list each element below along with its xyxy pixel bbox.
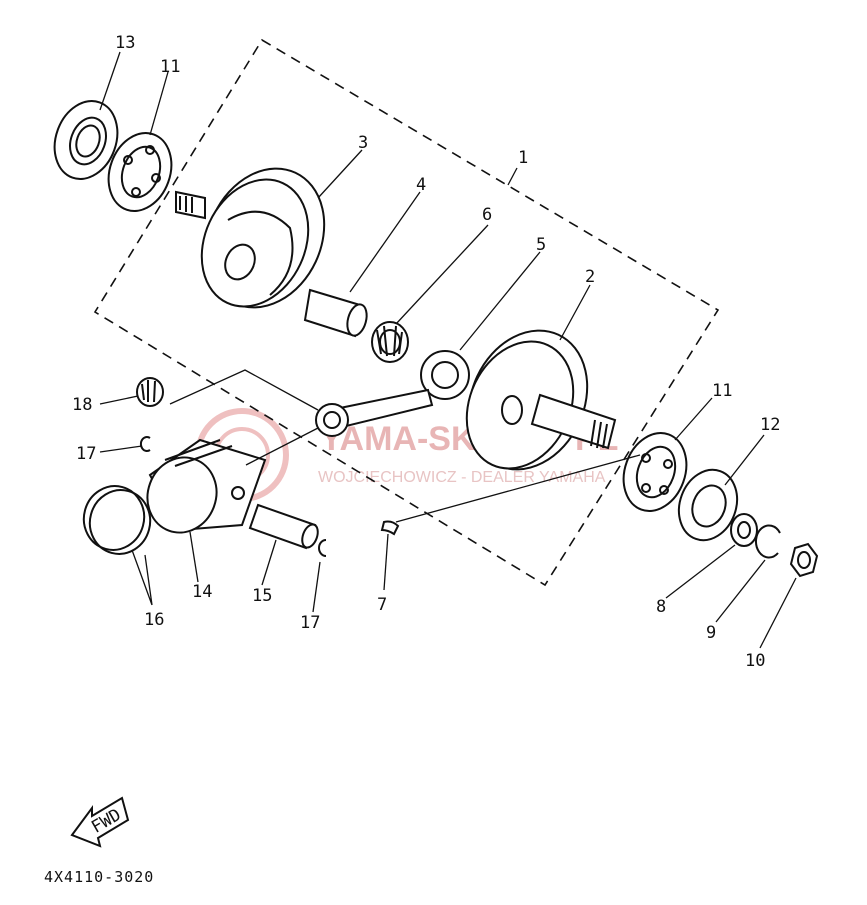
- piston-pin: [248, 503, 319, 550]
- bearing-left: [107, 132, 173, 212]
- callout-9: 9: [706, 623, 716, 643]
- fwd-arrow-icon: FWD: [70, 796, 130, 848]
- callout-18: 18: [72, 395, 92, 415]
- circlip-upper: [139, 436, 151, 452]
- oil-seal-left: [53, 100, 119, 180]
- callout-15: 15: [252, 586, 272, 606]
- washer: [730, 513, 758, 547]
- woodruff-key: [380, 520, 400, 536]
- callout-12: 12: [760, 415, 780, 435]
- callout-10: 10: [745, 651, 765, 671]
- callout-11-left: 11: [160, 57, 180, 77]
- callout-1: 1: [518, 148, 528, 168]
- crank-pin: [303, 288, 368, 338]
- watermark-subtitle: WOJCIECHOWICZ - DEALER YAMAHA: [318, 469, 606, 486]
- callout-14: 14: [192, 582, 212, 602]
- callout-17-lower: 17: [300, 613, 320, 633]
- callout-11-right: 11: [712, 381, 732, 401]
- callout-2: 2: [585, 267, 595, 287]
- crank-right: [465, 329, 617, 471]
- oil-seal-right: [677, 468, 739, 542]
- part-code: 4X4110-3020: [44, 868, 154, 886]
- callout-labels: 1 2 3 4 5 6 7 8 9 10 11 11 12 13 14 15 1…: [72, 33, 780, 671]
- callout-8: 8: [656, 597, 666, 617]
- lock-washer: [755, 524, 781, 559]
- bearing-right: [622, 432, 688, 512]
- callout-4: 4: [416, 175, 426, 195]
- needle-bearing-big-end: [371, 321, 409, 363]
- crank-left: [175, 167, 326, 309]
- crankshaft-assembly-boundary: [93, 38, 720, 587]
- connecting-rod: [315, 350, 470, 437]
- leader-lines: [99, 51, 797, 649]
- piston-rings: [82, 485, 152, 555]
- callout-3: 3: [358, 133, 368, 153]
- nut: [789, 542, 819, 578]
- callout-7: 7: [377, 595, 387, 615]
- callout-16: 16: [144, 610, 164, 630]
- callout-5: 5: [536, 235, 546, 255]
- watermark: YAMA-SK PL WOJCIECHOWICZ - DEALER YAMAHA: [195, 408, 618, 502]
- callout-6: 6: [482, 205, 492, 225]
- circlip-lower: [318, 539, 327, 557]
- small-end-bearing: [136, 377, 164, 407]
- callout-13: 13: [115, 33, 135, 53]
- callout-17-upper: 17: [76, 444, 96, 464]
- piston: [146, 438, 267, 534]
